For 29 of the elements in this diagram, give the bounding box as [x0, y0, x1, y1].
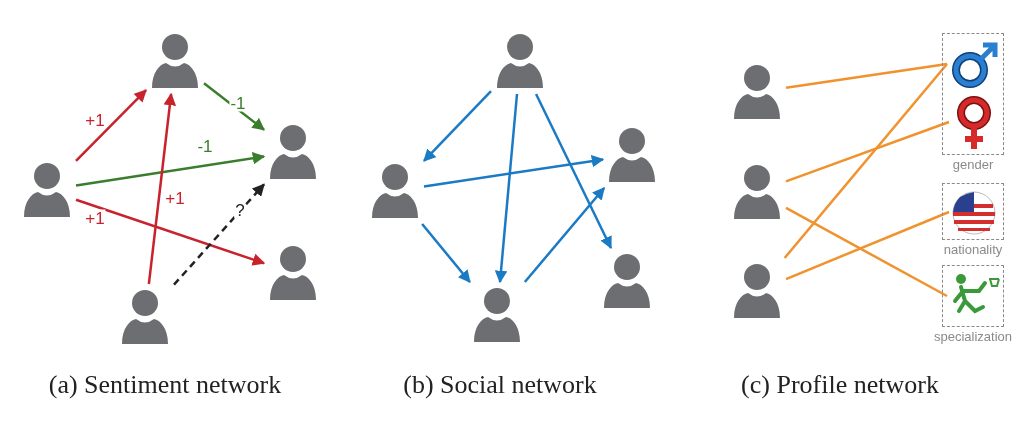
arrow — [494, 93, 519, 284]
category-label: specialization — [933, 330, 1012, 343]
category-label: gender — [952, 158, 994, 171]
connector-line — [783, 63, 948, 259]
arrow — [147, 92, 177, 285]
arrow — [423, 154, 605, 188]
connector-line — [785, 120, 950, 183]
edge-label: -1 — [196, 137, 214, 155]
arrow — [75, 198, 266, 266]
connector-line — [785, 62, 948, 89]
edge-label: +1 — [84, 111, 106, 129]
arrow — [421, 223, 471, 283]
edge-label: -1 — [229, 94, 247, 112]
edge-label: +1 — [84, 209, 106, 227]
connector-line — [785, 206, 948, 298]
edge-label: +1 — [164, 189, 186, 207]
arrow — [203, 82, 265, 131]
panel-caption: (b) Social network — [403, 372, 597, 398]
edge-label: ? — [234, 201, 246, 219]
arrow — [75, 89, 147, 162]
panel-caption: (a) Sentiment network — [48, 372, 282, 398]
arrow — [75, 152, 266, 187]
connector-line — [785, 210, 950, 281]
category-label: nationality — [943, 243, 1003, 256]
arrow — [534, 93, 613, 250]
arrow — [423, 90, 492, 162]
arrow — [523, 187, 606, 283]
arrow — [173, 183, 265, 286]
panel-caption: (c) Profile network — [741, 372, 939, 398]
